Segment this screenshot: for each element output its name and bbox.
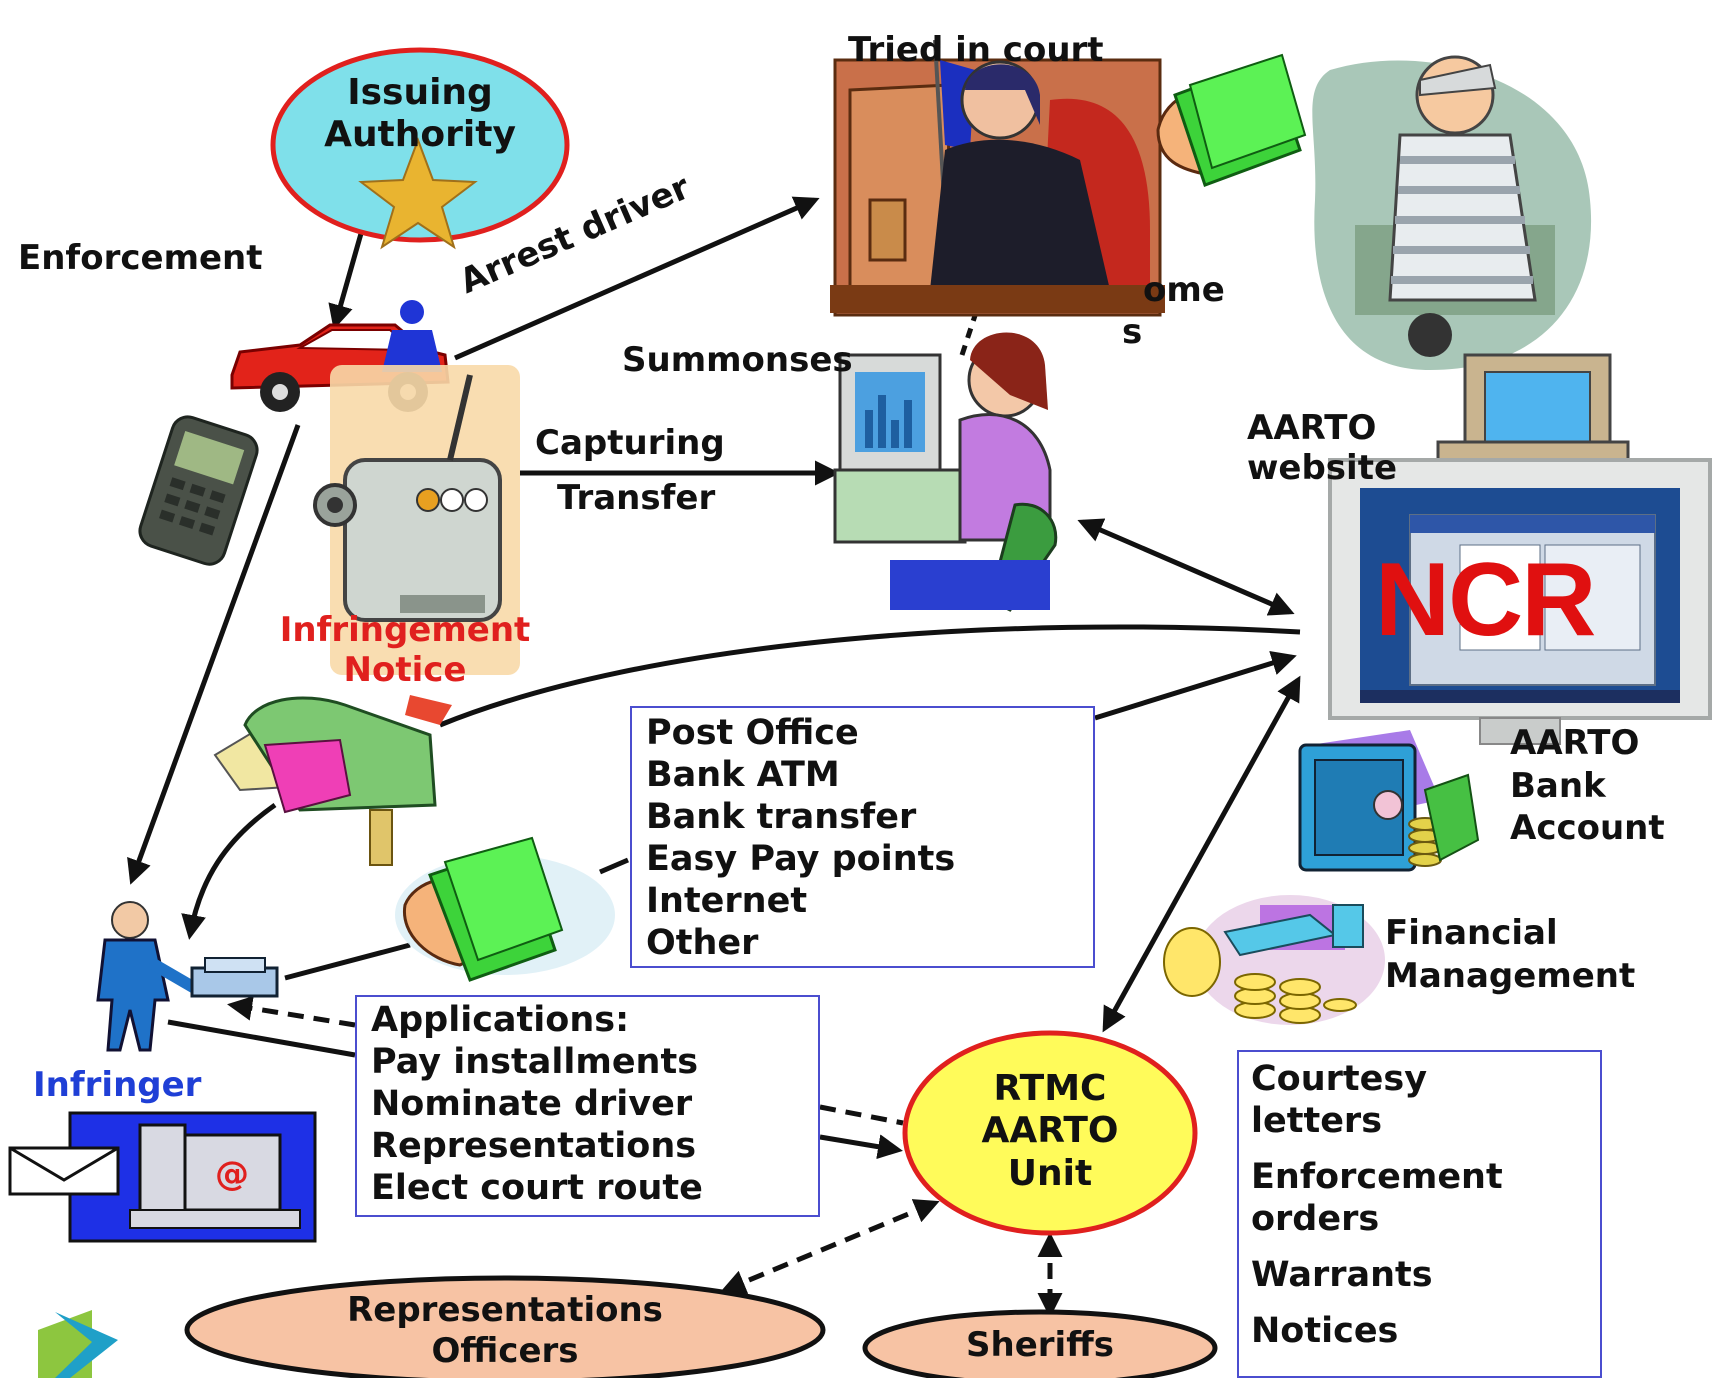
payment-money-icon [395, 836, 615, 982]
arrow-rtmc-ncr [1102, 675, 1301, 1033]
arrow-mailbox-to-infringer [181, 802, 277, 940]
notice-item: Enforcement [1251, 1157, 1503, 1197]
payment-methods-box: Post Office Bank ATM Bank transfer Easy … [630, 706, 1095, 968]
notice-item: Courtesy [1251, 1059, 1428, 1099]
application-item: Representations [371, 1126, 697, 1166]
notice-item: Notices [1251, 1311, 1399, 1351]
line-money-to-payments [599, 857, 629, 875]
rtmc-unit-node [902, 1030, 1198, 1236]
rtmc-unit-label: RTMC AARTO Unit [981, 1068, 1119, 1194]
clerk-computer-icon [833, 332, 1058, 612]
bank-safe-icon [1298, 730, 1480, 872]
svg-text:@: @ [215, 1154, 249, 1194]
payment-method-item: Bank ATM [646, 755, 840, 795]
prisoner-icon [1312, 55, 1592, 371]
notice-item: Warrants [1251, 1255, 1433, 1295]
representations-officers-node [184, 1275, 826, 1378]
infringer-person-icon [96, 901, 279, 1052]
ncr-label: NCR [1375, 542, 1596, 658]
arrow-officers-rtmc [720, 1199, 940, 1294]
application-item: Pay installments [371, 1042, 699, 1082]
transfer-label: Transfer [557, 478, 716, 518]
email-computer-icon: @ [8, 1111, 317, 1243]
line-infringer-to-money [284, 942, 411, 981]
applications-heading: Applications: [371, 1000, 630, 1040]
arrow-arrest-driver [453, 196, 820, 361]
notices-box: Courtesy letters Enforcement orders Warr… [1237, 1050, 1602, 1378]
enforcement-label: Enforcement [18, 238, 263, 278]
court-judge-icon [830, 39, 1165, 317]
arrow-clerk-ncr [1077, 518, 1295, 616]
arrow-ncr-to-mailbox [439, 624, 1301, 728]
sheriffs-node [862, 1309, 1218, 1378]
financial-management-icon [1163, 895, 1385, 1025]
sheriffs-label: Sheriffs [966, 1325, 1114, 1365]
police-officer-icon [382, 300, 442, 372]
handheld-device-icon [138, 415, 259, 566]
tried-in-court-label: Tried in court [848, 30, 1104, 70]
line-infringer-to-applications [167, 1019, 356, 1058]
representations-officers-label: Representations Officers [347, 1290, 663, 1371]
arrow-applications-to-infringer [227, 995, 356, 1028]
applications-box: Applications: Pay installments Nominate … [355, 995, 820, 1217]
capturing-label: Capturing [535, 423, 725, 463]
notice-item: orders [1251, 1199, 1380, 1239]
payment-method-item: Other [646, 923, 759, 963]
star-icon [358, 137, 478, 250]
dash-applications-rtmc [819, 1104, 904, 1126]
aarto-bank-account-label: AARTO Bank Account [1510, 723, 1665, 848]
dashed-connectors [227, 995, 1063, 1318]
income-label-fragment: ome [1143, 270, 1225, 310]
arrow-authority-to-car [328, 229, 365, 330]
payment-method-item: Internet [646, 881, 808, 921]
infringement-notice-label: Infringement Notice [279, 610, 531, 691]
aarto-website-label: AARTO website [1247, 408, 1398, 489]
mailbox-icon [213, 695, 452, 866]
income-label-fragment-2: s [1122, 312, 1143, 352]
money-hand-icon [1156, 53, 1307, 187]
payment-method-item: Post Office [646, 713, 859, 753]
payment-method-item: Easy Pay points [646, 839, 956, 879]
arrow-car-to-infringer [127, 424, 301, 885]
website-computer-icon [1436, 353, 1630, 472]
application-item: Nominate driver [371, 1084, 693, 1124]
arrow-applications-to-rtmc [819, 1134, 903, 1160]
application-item: Elect court route [371, 1168, 703, 1208]
infringer-label: Infringer [33, 1065, 202, 1105]
ncr-monitor-icon [1328, 458, 1712, 745]
payment-method-item: Bank transfer [646, 797, 917, 837]
logo-icon [38, 1310, 118, 1378]
traffic-camera-icon [313, 365, 520, 675]
issuing-authority-label: Issuing Authority [324, 72, 516, 156]
issuing-authority-node [270, 47, 570, 250]
summonses-label: Summonses [622, 340, 853, 380]
financial-management-label: Financial Management [1385, 913, 1636, 996]
arrow-payments-to-ncr [1094, 650, 1297, 721]
notice-item: letters [1251, 1101, 1383, 1141]
